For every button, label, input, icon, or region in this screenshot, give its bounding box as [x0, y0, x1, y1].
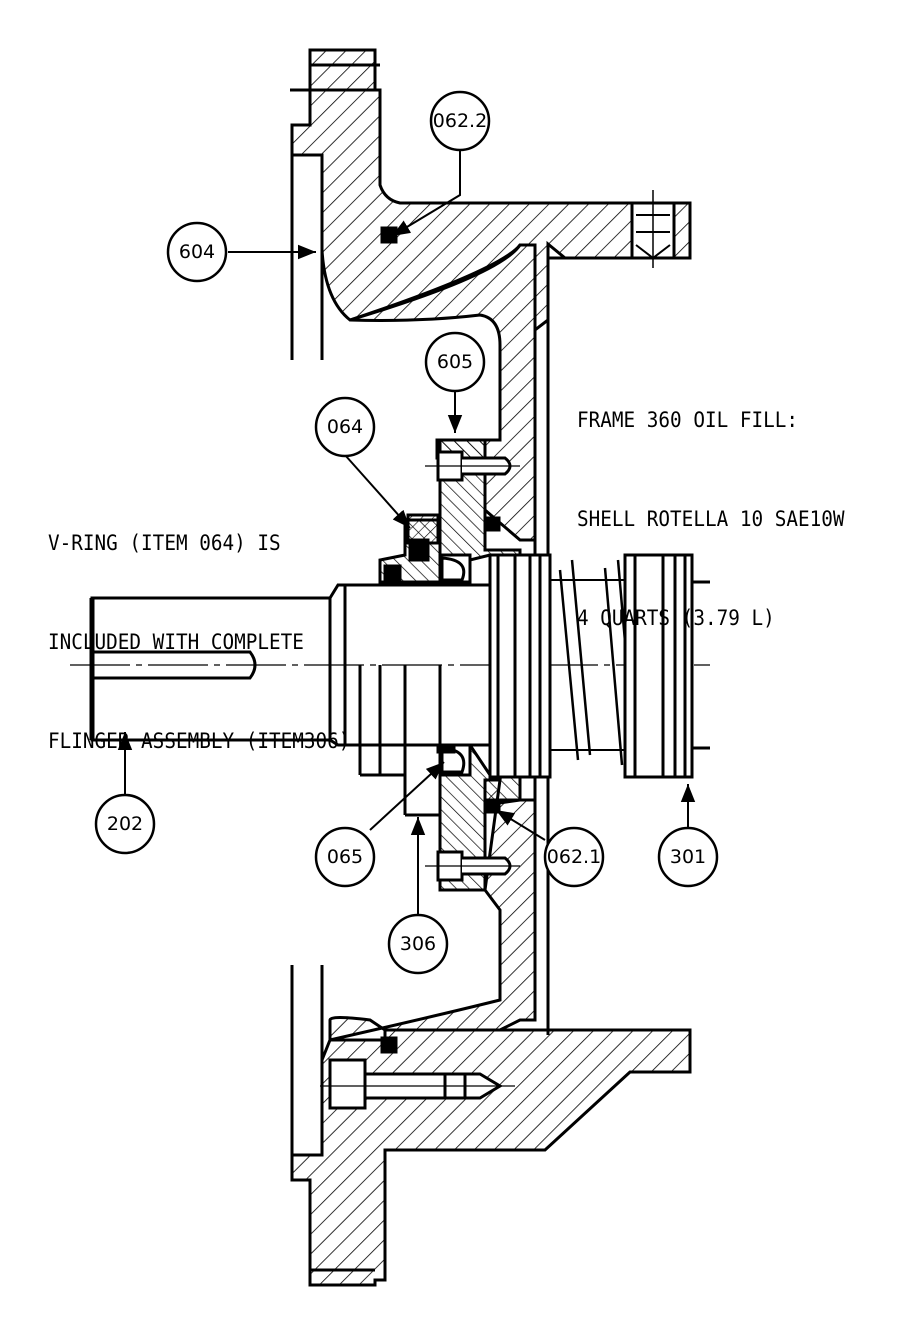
oil-fill-note: FRAME 360 OIL FILL: SHELL ROTELLA 10 SAE…: [577, 338, 845, 668]
balloon-label: 062.2: [433, 110, 487, 132]
balloon-label: 301: [670, 846, 706, 868]
lower-frame-flange: [290, 965, 692, 1287]
balloon-202: 202: [94, 793, 156, 855]
shaft-202: [70, 583, 710, 817]
balloon-306: 306: [387, 913, 449, 975]
note-line: 4 QUARTS (3.79 L): [577, 606, 775, 630]
balloon-label: 202: [107, 813, 143, 835]
note-line: SHELL ROTELLA 10 SAE10W: [577, 507, 845, 531]
balloon-label: 064: [327, 416, 363, 438]
balloon-604: 604: [166, 221, 228, 283]
balloon-605: 605: [424, 331, 486, 393]
balloon-label: 604: [179, 241, 215, 263]
balloon-062-1: 062.1: [543, 826, 605, 888]
o-ring-062-1-upper: [485, 516, 501, 532]
balloon-065: 065: [314, 826, 376, 888]
balloon-label: 306: [400, 933, 436, 955]
leader-lines: [117, 150, 696, 915]
v-ring-note: V-RING (ITEM 064) IS INCLUDED WITH COMPL…: [48, 461, 350, 791]
balloon-062-2: 062.2: [429, 90, 491, 152]
balloon-label: 065: [327, 846, 363, 868]
o-ring-062-1: [485, 798, 501, 814]
note-line: V-RING (ITEM 064) IS: [48, 531, 281, 555]
note-line: INCLUDED WITH COMPLETE: [48, 630, 304, 654]
note-line: FRAME 360 OIL FILL:: [577, 408, 799, 432]
flinger-assembly-306: [378, 513, 472, 777]
balloon-064: 064: [314, 396, 376, 458]
balloon-label: 062.1: [547, 846, 601, 868]
balloon-label: 605: [437, 351, 473, 373]
mechanical-seal-301: [488, 553, 710, 779]
balloon-301: 301: [657, 826, 719, 888]
upper-frame-flange: [290, 48, 692, 360]
note-line: FLINGER ASSEMBLY (ITEM306): [48, 729, 351, 753]
